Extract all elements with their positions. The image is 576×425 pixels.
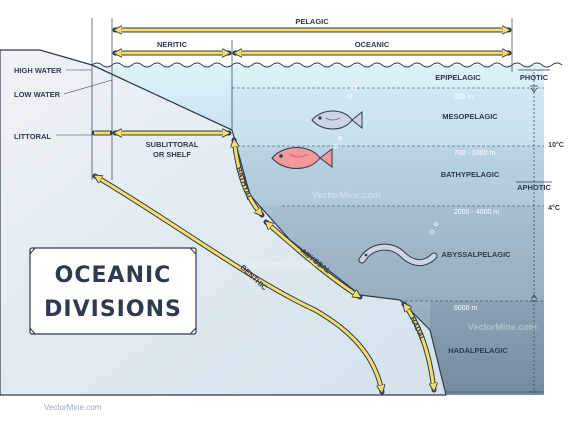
label-littoral: LITTORAL (14, 132, 51, 141)
label-photic: PHOTIC (520, 73, 549, 82)
eel-icon (358, 243, 438, 266)
mesopelagic-band (232, 88, 544, 146)
arrow-hadal (401, 301, 434, 393)
label-high-water: HIGH WATER (14, 66, 62, 75)
watermark-bottom: VectorMine.com (44, 403, 102, 412)
label-pelagic: PELAGIC (295, 17, 329, 26)
watermark-3: VectorMine.com (468, 322, 537, 332)
label-hadalpelagic: HADALPELAGIC (448, 346, 508, 355)
label-or-shelf: OR SHELF (153, 150, 191, 159)
shelf-edge (91, 64, 233, 131)
watermark-2: VectorMine.com (246, 260, 315, 270)
label-temp-4: 4°C (548, 204, 560, 212)
arrow-bathyal (234, 137, 265, 218)
water-surface-waves (91, 62, 563, 68)
depth-label-6000: 6000 m (454, 305, 478, 312)
depth-label-200: 200 m (454, 94, 474, 101)
label-temp-10: 10°C (548, 141, 564, 149)
title-line-1: OCEANIC (55, 263, 172, 288)
depth-label-10000: 10.000 m (454, 395, 483, 402)
watermark: VectorMine.com (312, 190, 381, 200)
title-box (29, 247, 197, 335)
label-bathypelagic: BATHYPELAGIC (441, 170, 500, 179)
leader-low-water (63, 79, 113, 95)
label-low-water: LOW WATER (14, 90, 61, 99)
fish-icon (311, 110, 363, 130)
depth-label-1000: 700 - 1000 m (454, 150, 495, 157)
label-neritic: NERITIC (157, 40, 188, 49)
label-sublittoral: SUBLITTORAL (146, 140, 199, 149)
label-abyssalpelagic: ABYSSALPELAGIC (441, 250, 511, 259)
title-line-2: DIVISIONS (44, 297, 182, 322)
bubbles-icon (333, 86, 438, 235)
label-aphotic: APHOTIC (517, 183, 551, 192)
label-oceanic: OCEANIC (355, 40, 390, 49)
depth-label-4000: 2000 - 4000 m (454, 209, 499, 216)
right-scale (530, 72, 538, 393)
hadalpelagic-band (430, 301, 544, 395)
label-mesopelagic: MESOPELAGIC (442, 112, 498, 121)
red-fish-icon (271, 147, 333, 169)
arrow-abyssal (263, 219, 363, 300)
label-epipelagic: EPIPELAGIC (435, 73, 481, 82)
